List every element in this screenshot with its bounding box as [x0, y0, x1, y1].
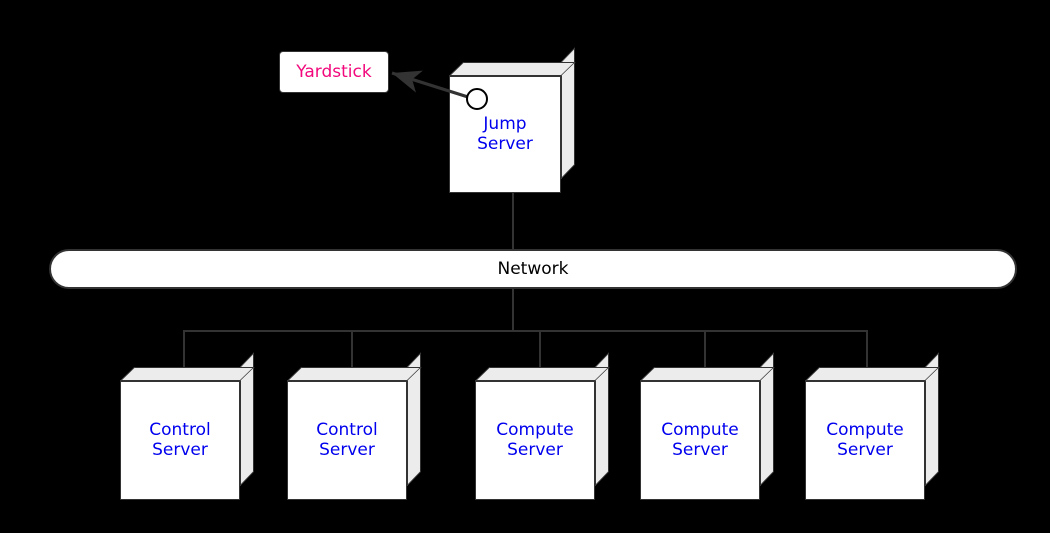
control-server-1-label-line2: Server — [152, 439, 208, 460]
compute-server-3-node[interactable]: Compute Server — [805, 352, 940, 500]
compute-server-1-front-face: Compute Server — [475, 381, 595, 500]
compute-server-1-node[interactable]: Compute Server — [475, 352, 610, 500]
connector-jump-to-network — [512, 193, 514, 251]
yardstick-label: Yardstick — [296, 62, 372, 82]
control-server-1-top-face — [120, 367, 255, 381]
compute-server-1-label-line2: Server — [507, 439, 563, 460]
compute-server-2-top-face — [640, 367, 775, 381]
control-server-2-front-face: Control Server — [287, 381, 407, 500]
yardstick-callout-box[interactable]: Yardstick — [279, 51, 389, 93]
compute-server-3-label-line1: Compute — [826, 419, 904, 440]
connector-bus-to-control-server-2 — [351, 330, 353, 367]
jump-server-label-line2: Server — [477, 133, 533, 154]
compute-server-3-top-face — [805, 367, 940, 381]
control-server-2-label-line2: Server — [319, 439, 375, 460]
compute-server-3-label-line2: Server — [837, 439, 893, 460]
compute-server-2-label-line2: Server — [672, 439, 728, 460]
connector-bus-to-compute-server-1 — [539, 330, 541, 367]
compute-server-1-top-face — [475, 367, 610, 381]
compute-server-1-label-line1: Compute — [496, 419, 574, 440]
compute-server-2-front-face: Compute Server — [640, 381, 760, 500]
connector-network-to-bus — [512, 288, 514, 332]
network-bus-bar[interactable]: Network — [49, 249, 1017, 289]
yardstick-arrow-icon — [391, 70, 469, 99]
circle-anchor-icon — [466, 88, 488, 110]
control-server-1-label-line1: Control — [149, 419, 211, 440]
jump-server-label-line1: Jump — [483, 113, 527, 134]
connector-bus-to-compute-server-3 — [866, 330, 868, 367]
distribution-bus-line — [183, 330, 868, 332]
control-server-2-node[interactable]: Control Server — [287, 352, 422, 500]
connector-bus-to-control-server-1 — [183, 330, 185, 367]
control-server-1-front-face: Control Server — [120, 381, 240, 500]
compute-server-2-node[interactable]: Compute Server — [640, 352, 775, 500]
control-server-1-node[interactable]: Control Server — [120, 352, 255, 500]
compute-server-3-front-face: Compute Server — [805, 381, 925, 500]
compute-server-2-label-line1: Compute — [661, 419, 739, 440]
connector-bus-to-compute-server-2 — [704, 330, 706, 367]
control-server-2-label-line1: Control — [316, 419, 378, 440]
control-server-2-top-face — [287, 367, 422, 381]
network-label: Network — [497, 259, 569, 279]
